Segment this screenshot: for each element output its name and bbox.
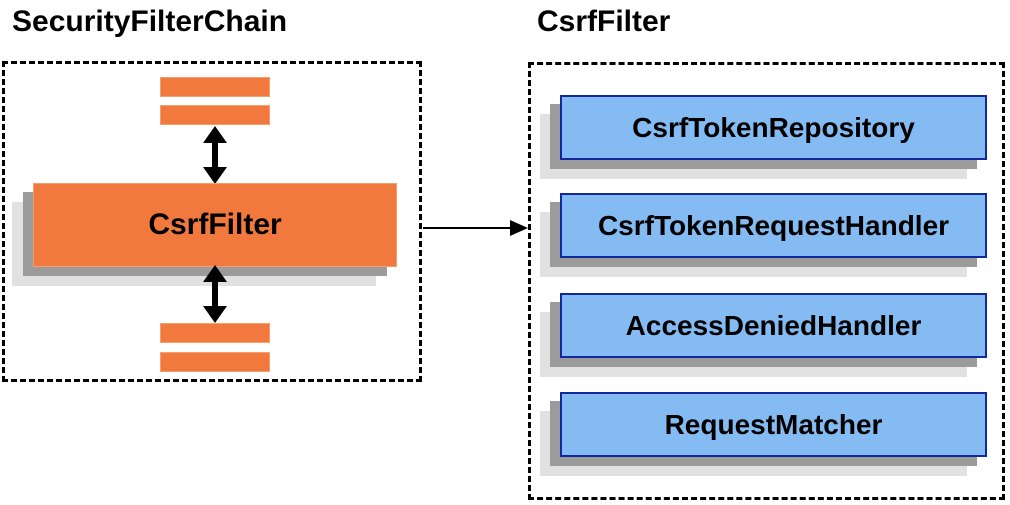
security-filter-chain-title: SecurityFilterChain bbox=[12, 5, 288, 38]
filter-bar bbox=[160, 105, 270, 125]
component-node-csrf-token-repository: CsrfTokenRepository bbox=[560, 95, 987, 160]
security-filter-chain-panel bbox=[2, 61, 422, 382]
filter-bar bbox=[160, 352, 270, 372]
csrf-filter-title: CsrfFilter bbox=[537, 5, 671, 38]
arrow-shaft bbox=[423, 227, 511, 229]
component-node-csrf-token-request-handler: CsrfTokenRequestHandler bbox=[560, 193, 987, 258]
component-label: CsrfTokenRepository bbox=[632, 111, 915, 143]
filter-bar bbox=[160, 323, 270, 343]
arrowhead-right-icon bbox=[510, 220, 528, 236]
arrow-shaft bbox=[212, 277, 218, 311]
component-label: RequestMatcher bbox=[664, 408, 883, 440]
arrowhead-up-icon bbox=[203, 265, 227, 282]
component-node-request-matcher: RequestMatcher bbox=[560, 392, 987, 457]
double-arrow-bottom bbox=[203, 265, 227, 323]
arrow-shaft bbox=[212, 138, 218, 172]
component-label: AccessDeniedHandler bbox=[625, 309, 922, 341]
double-arrow-top bbox=[203, 126, 227, 184]
filter-bar bbox=[160, 77, 270, 97]
component-node-access-denied-handler: AccessDeniedHandler bbox=[560, 293, 987, 358]
flow-arrow-right bbox=[423, 220, 528, 236]
arrowhead-up-icon bbox=[203, 126, 227, 143]
csrf-filter-panel bbox=[528, 62, 1005, 500]
arrowhead-down-icon bbox=[203, 306, 227, 323]
csrf-filter-node: CsrfFilter bbox=[33, 183, 397, 267]
arrowhead-down-icon bbox=[203, 167, 227, 184]
component-label: CsrfTokenRequestHandler bbox=[597, 209, 950, 241]
csrf-filter-node-label: CsrfFilter bbox=[148, 208, 282, 241]
